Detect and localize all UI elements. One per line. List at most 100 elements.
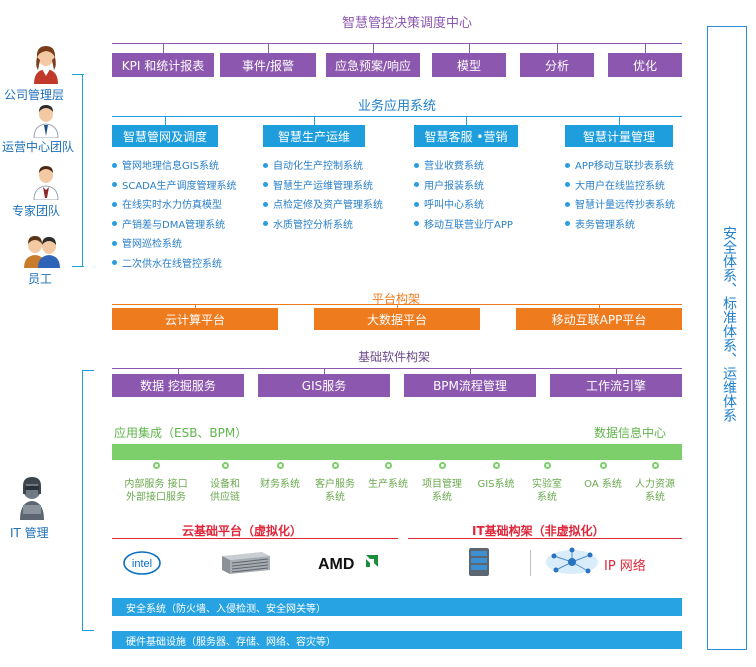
it-management-icon — [14, 472, 50, 520]
business-system-item: 在线实时水力仿真模型 — [112, 196, 222, 211]
integration-node — [152, 462, 160, 469]
company-manager-icon — [30, 42, 62, 84]
svg-text:AMD: AMD — [318, 556, 354, 573]
business-system-item: APP移动互联抄表系统 — [565, 157, 674, 172]
expert-team-icon — [30, 160, 62, 201]
side-systems-label: 安全体系、标准体系、运维体系 — [721, 226, 737, 422]
integration-node — [438, 462, 446, 469]
business-apps-title: 业务应用系统 — [358, 99, 437, 114]
integration-system-label: 项目管理 系统 — [422, 479, 462, 503]
business-system-item: 表务管理系统 — [565, 216, 635, 231]
business-system-item: SCADA生产调度管理系统 — [112, 177, 237, 192]
svg-text:intel: intel — [132, 558, 152, 570]
business-column-header: 智慧管网及调度 — [112, 125, 218, 147]
integration-node — [331, 462, 339, 469]
base-software-line — [112, 368, 682, 369]
integration-system-label: 生产系统 — [368, 479, 408, 490]
it-bracket-bottom — [82, 630, 94, 631]
platform-item: 云计算平台 — [112, 308, 278, 330]
decision-center-line — [112, 43, 682, 44]
business-connector — [314, 116, 315, 125]
platform-connector — [195, 304, 196, 308]
server-tower-image — [466, 546, 492, 578]
business-connector — [619, 116, 620, 125]
integration-system-label: 内部服务 接口 外部接口服务 — [124, 479, 188, 503]
business-system-item: 管网巡检系统 — [112, 235, 182, 250]
business-apps-line — [112, 116, 682, 117]
platform-connector — [397, 304, 398, 308]
decision-item: 应急预案/响应 — [326, 53, 420, 77]
cloud-platform-line — [112, 538, 398, 539]
roles-bracket-line — [82, 74, 83, 266]
intel-logo: intel — [122, 550, 162, 576]
platform-connector — [599, 304, 600, 308]
business-column-header: 智慧计量管理 — [565, 125, 673, 147]
business-system-item: 移动互联营业厅APP — [414, 216, 513, 231]
base-software-item: GIS服务 — [258, 374, 390, 397]
base-software-connector — [324, 368, 325, 374]
integration-system-label: 客户服务 系统 — [315, 479, 355, 503]
role-staff: 员工 — [28, 272, 53, 286]
business-connector — [165, 116, 166, 125]
role-it-management: IT 管理 — [10, 526, 49, 540]
business-system-item: 呼叫中心系统 — [414, 196, 484, 211]
integration-system-label: GIS系统 — [477, 479, 515, 490]
platform-item: 移动互联APP平台 — [516, 308, 682, 330]
base-software-item: 工作流引擎 — [550, 374, 682, 397]
decision-item: KPI 和统计报表 — [112, 53, 214, 77]
decision-connector — [373, 43, 374, 53]
role-expert-team: 专家团队 — [12, 204, 61, 218]
roles-bracket-top — [72, 74, 84, 75]
integration-node — [221, 462, 229, 469]
decision-item: 优化 — [608, 53, 682, 77]
role-operations-team: 运营中心团队 — [2, 140, 75, 154]
operations-team-icon — [30, 100, 62, 139]
hardware-infrastructure-bar: 硬件基础设施（服务器、存储、网络、容灾等） — [112, 631, 682, 649]
cloud-platform-title: 云基础平台（虚拟化） — [182, 524, 303, 538]
platform-title: 平台构架 — [372, 292, 421, 306]
integration-node — [276, 462, 284, 469]
integration-system-label: OA 系统 — [584, 479, 622, 490]
decision-connector — [645, 43, 646, 53]
business-system-item: 智慧生产运维管理系统 — [263, 177, 373, 192]
business-column-header: 智慧客服 •营销 — [414, 125, 518, 147]
staff-icon — [22, 232, 62, 268]
infra-divider — [530, 550, 531, 576]
platform-item: 大数据平台 — [314, 308, 480, 330]
integration-system-label: 人力资源 系统 — [635, 479, 675, 503]
integration-bus-bar — [112, 444, 682, 460]
business-system-item: 营业收费系统 — [414, 157, 484, 172]
integration-node — [492, 462, 500, 469]
decision-item: 分析 — [520, 53, 594, 77]
business-system-item: 管网地理信息GIS系统 — [112, 157, 219, 172]
integration-system-label: 财务系统 — [260, 479, 300, 490]
security-system-bar: 安全系统（防火墙、入侵检测、安全网关等） — [112, 598, 682, 616]
business-system-item: 智慧计量远传抄表系统 — [565, 196, 675, 211]
integration-system-label: 实验室 系统 — [532, 479, 562, 503]
integration-node — [651, 462, 659, 469]
role-company-management: 公司管理层 — [4, 88, 65, 102]
base-software-item: BPM流程管理 — [404, 374, 536, 397]
base-software-connector — [616, 368, 617, 374]
business-system-item: 大用户在线监控系统 — [565, 177, 665, 192]
business-system-item: 水质管控分析系统 — [263, 216, 353, 231]
decision-connector — [557, 43, 558, 53]
decision-item: 模型 — [432, 53, 506, 77]
ip-network-label: IP 网络 — [604, 559, 646, 574]
roles-bracket-bottom — [72, 266, 84, 267]
it-infra-title: IT基础构架（非虚拟化） — [472, 524, 605, 538]
decision-connector — [469, 43, 470, 53]
decision-connector — [163, 43, 164, 53]
network-icon — [544, 546, 600, 578]
decision-item: 事件/报警 — [220, 53, 316, 77]
decision-center-title: 智慧管控决策调度中心 — [342, 16, 473, 31]
business-system-item: 自动化生产控制系统 — [263, 157, 363, 172]
business-system-item: 二次供水在线管控系统 — [112, 255, 222, 270]
business-connector — [466, 116, 467, 125]
server-rack-image — [218, 550, 274, 576]
side-systems-panel — [707, 26, 747, 650]
base-software-connector — [470, 368, 471, 374]
integration-system-label: 设备和 供应链 — [210, 479, 240, 503]
integration-node — [384, 462, 392, 469]
base-software-title: 基础软件构架 — [358, 350, 431, 364]
